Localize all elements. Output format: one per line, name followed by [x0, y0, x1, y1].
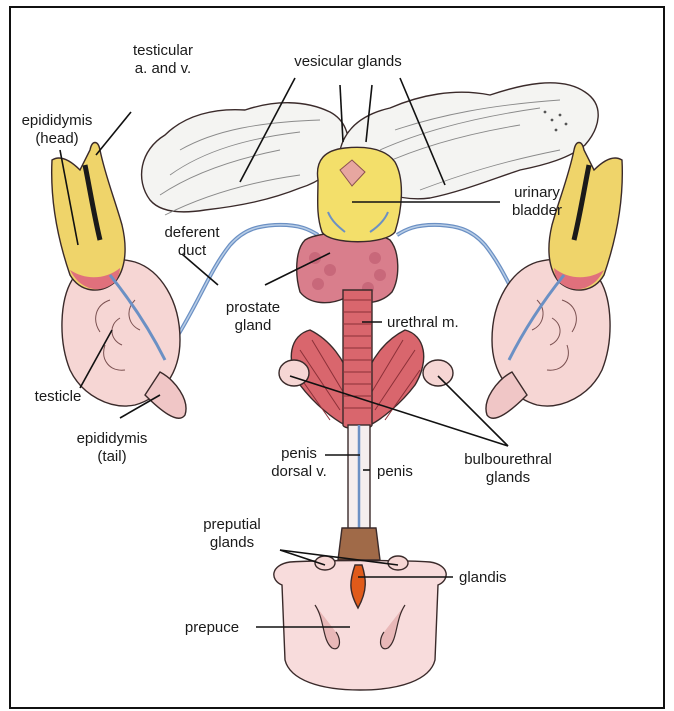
label-penis-dorsal-v-line2: dorsal v.	[271, 463, 327, 480]
label-deferent-duct-line1: deferent	[164, 224, 220, 241]
label-testicle: testicle	[35, 388, 82, 405]
label-testicular-av-line2: a. and v.	[135, 60, 191, 77]
label-bulbourethral-glands-line2: glands	[486, 469, 530, 486]
label-penis-dorsal-v-line1: penis	[281, 445, 317, 462]
label-prostate-gland-line1: prostate	[226, 299, 280, 316]
label-prepuce: prepuce	[185, 619, 239, 636]
label-bulbourethral-glands-line1: bulbourethral	[464, 451, 552, 468]
label-epididymis-head-line1: epididymis	[22, 112, 93, 129]
label-epididymis-head-line2: (head)	[35, 130, 78, 147]
prepuce	[274, 556, 446, 690]
label-preputial-glands-line2: glands	[210, 534, 254, 551]
label-vesicular-glands: vesicular glands	[294, 53, 402, 70]
label-penis: penis	[377, 463, 413, 480]
label-prostate-gland-line2: gland	[235, 317, 272, 334]
label-preputial-glands-line1: preputial	[203, 516, 261, 533]
label-glandis: glandis	[459, 569, 507, 586]
urethral-muscle	[343, 290, 372, 429]
label-urinary-bladder-line1: urinary	[514, 184, 560, 201]
urinary-bladder	[317, 147, 401, 241]
label-testicular-av-line1: testicular	[133, 42, 193, 59]
label-urethral-m: urethral m.	[387, 314, 459, 331]
label-epididymis-tail-line1: epididymis	[77, 430, 148, 447]
label-urinary-bladder-line2: bladder	[512, 202, 562, 219]
label-deferent-duct-line2: duct	[178, 242, 207, 259]
penis-shaft	[338, 425, 380, 560]
label-epididymis-tail-line2: (tail)	[97, 448, 126, 465]
